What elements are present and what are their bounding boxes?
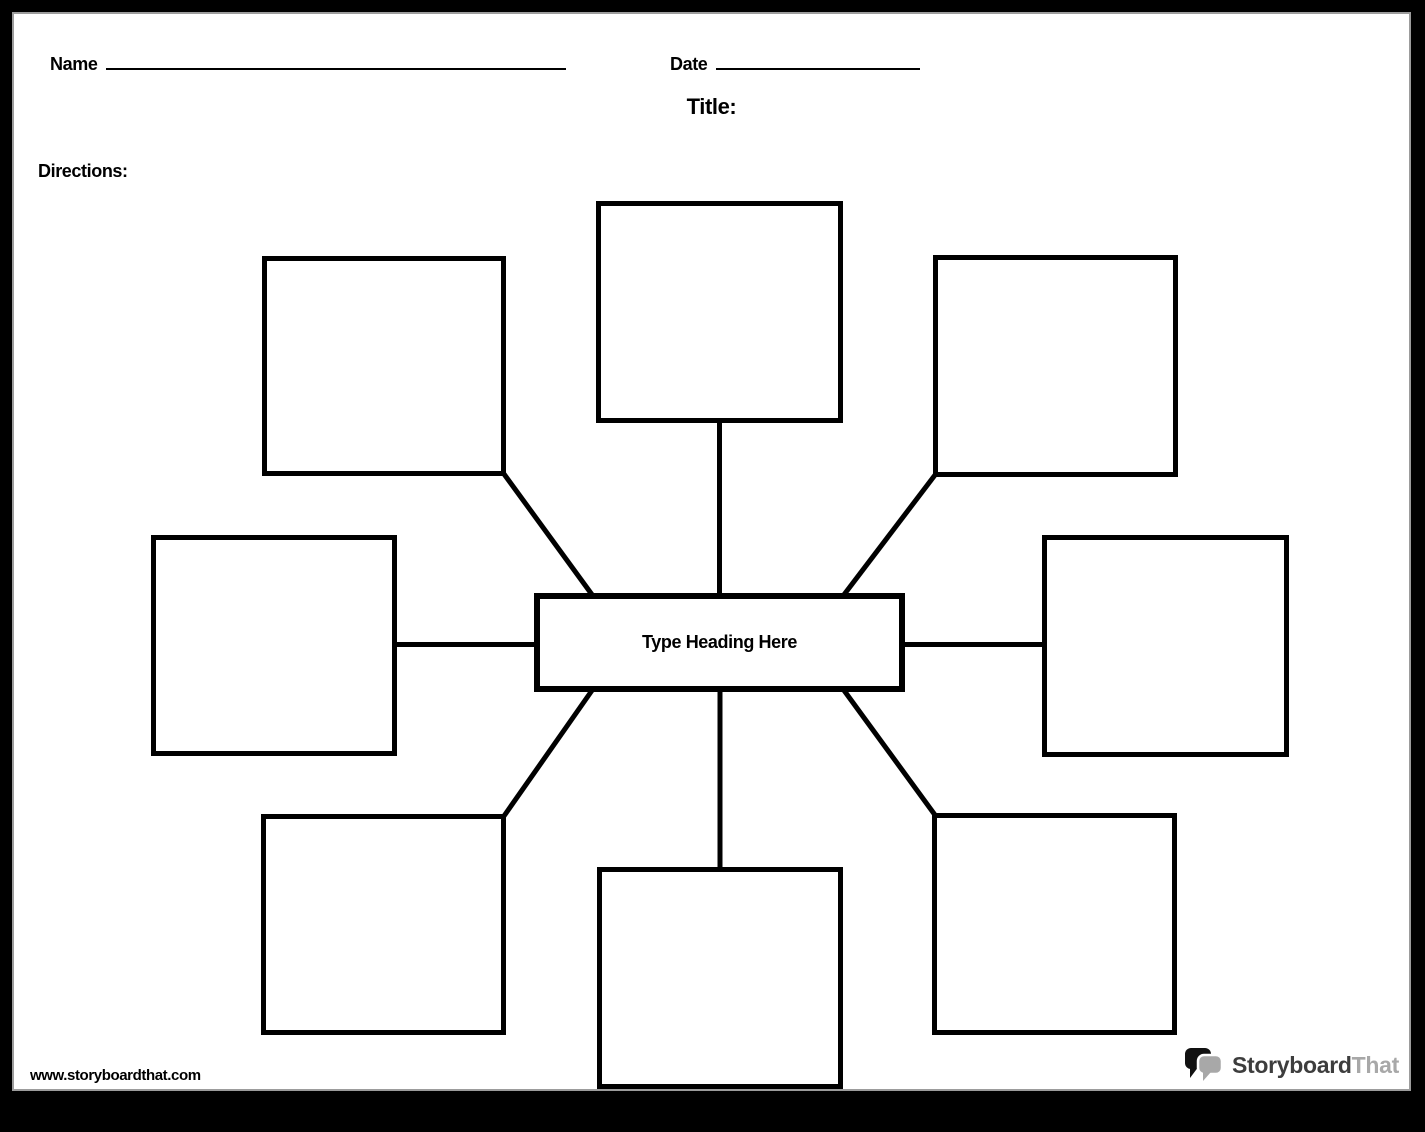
center-heading-text: Type Heading Here	[642, 632, 797, 652]
logo-wordmark: StoryboardThat	[1232, 1052, 1399, 1079]
spider-box-right[interactable]	[1042, 535, 1289, 757]
directions-label: Directions:	[38, 161, 128, 181]
spider-box-top-left[interactable]	[262, 256, 506, 476]
spider-box-top[interactable]	[596, 201, 843, 423]
spider-box-bottom-left[interactable]	[261, 814, 506, 1035]
spider-box-bottom[interactable]	[597, 867, 843, 1089]
connector-line-bottom-left	[501, 687, 596, 818]
connector-line-top-left	[501, 472, 596, 598]
date-label: Date	[670, 54, 708, 74]
date-write-line	[716, 50, 921, 70]
connector-line-bottom-right	[840, 687, 938, 817]
name-write-line	[106, 50, 567, 70]
page-title: Title:	[686, 94, 737, 119]
logo-text-secondary: That	[1351, 1051, 1400, 1078]
name-label: Name	[50, 54, 98, 74]
storyboardthat-logo[interactable]: StoryboardThat	[1184, 1047, 1399, 1083]
name-field-row: Name	[50, 50, 567, 75]
connector-line-top-right	[841, 473, 937, 598]
website-url: www.storyboardthat.com	[30, 1067, 201, 1084]
connector-lines-layer	[394, 419, 1046, 872]
logo-text-primary: Storyboard	[1231, 1051, 1352, 1078]
spider-box-bottom-right[interactable]	[932, 813, 1177, 1035]
speech-bubbles-icon	[1184, 1048, 1224, 1081]
worksheet-page: Name Date Title: Directions: Type Headin…	[12, 12, 1411, 1091]
spider-box-top-right[interactable]	[933, 255, 1178, 477]
center-heading-box[interactable]: Type Heading Here	[534, 593, 905, 692]
date-field-row: Date	[670, 50, 921, 75]
spider-box-left[interactable]	[151, 535, 397, 756]
